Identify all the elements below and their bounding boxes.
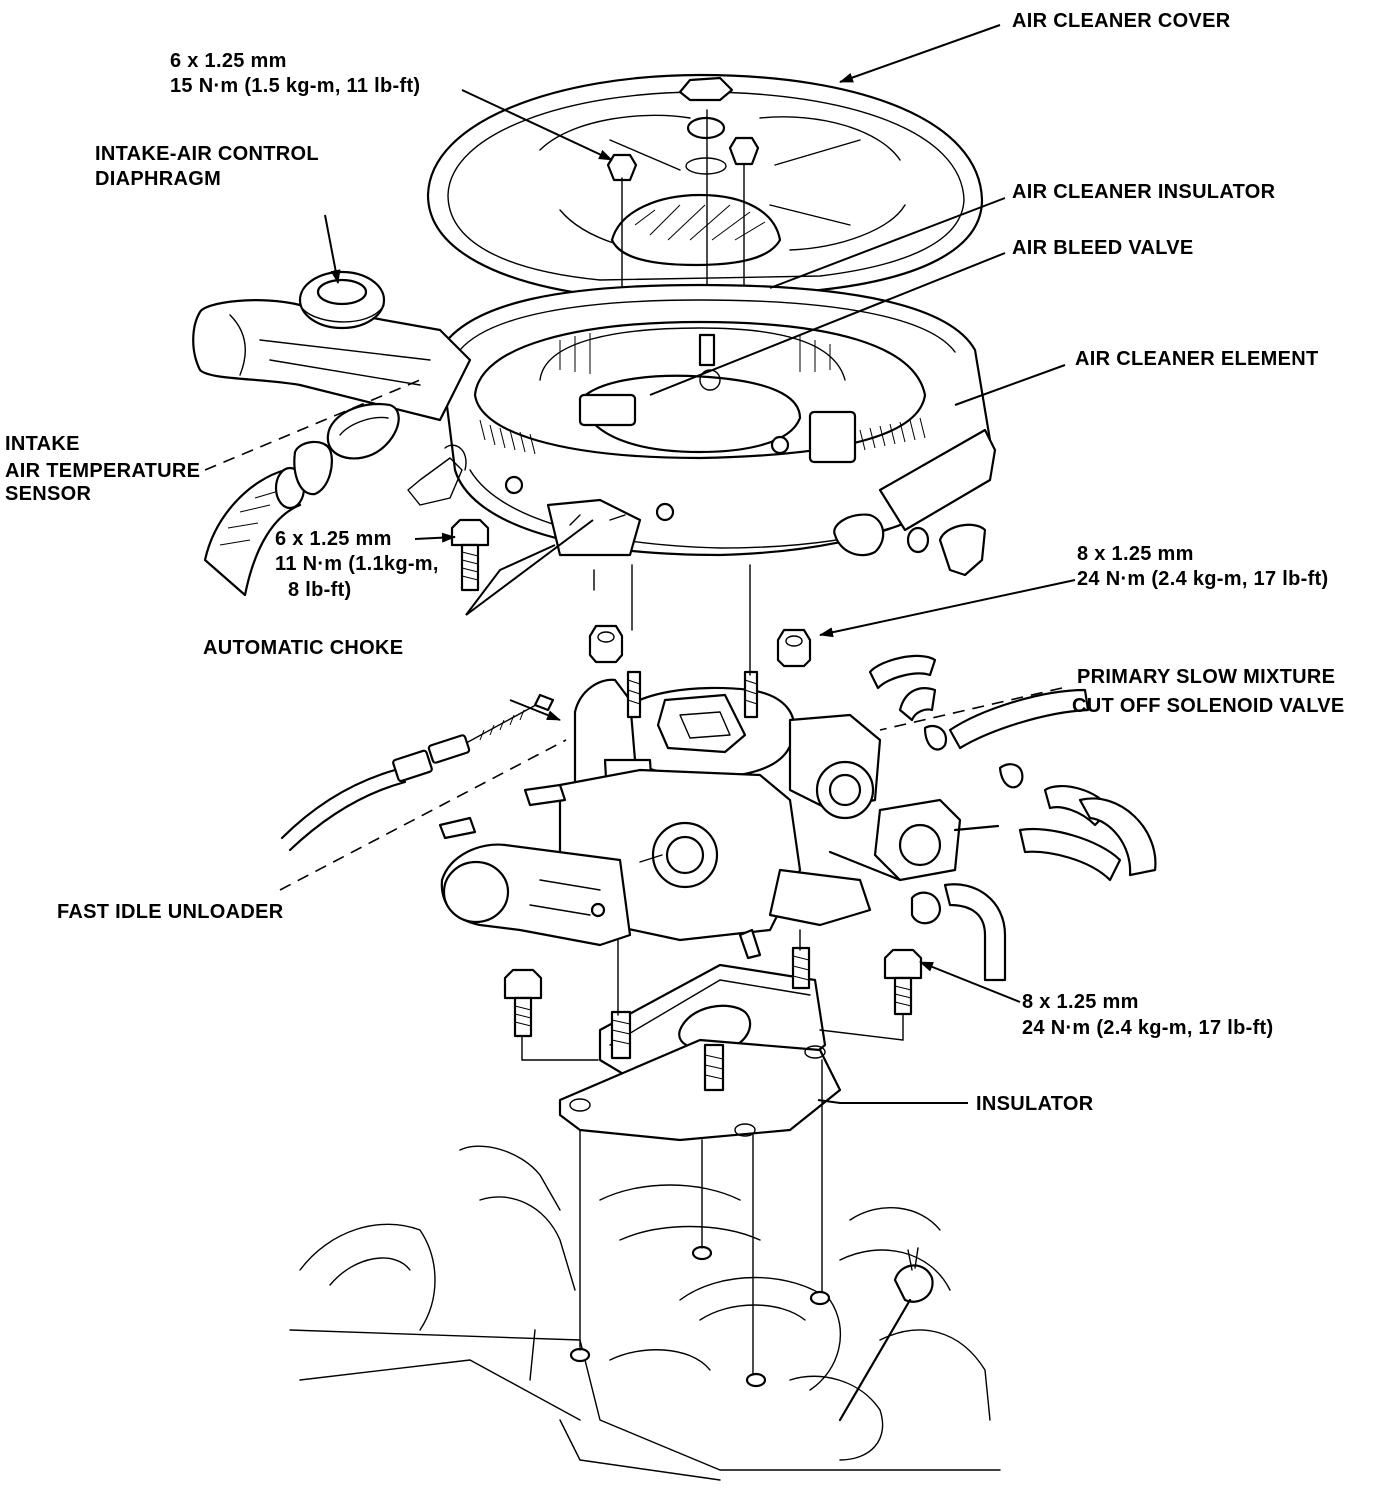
carburetor-insulator <box>558 946 842 1142</box>
label-automatic-choke: AUTOMATIC CHOKE <box>203 637 403 659</box>
bolt-8x125-left <box>503 968 543 1038</box>
label-top-bolt-torque: 15 N·m (1.5 kg-m, 11 lb-ft) <box>170 75 420 97</box>
label-air-cleaner-element: AIR CLEANER ELEMENT <box>1075 348 1318 370</box>
label-air-bleed-valve: AIR BLEED VALVE <box>1012 237 1194 259</box>
label-lower-bolt-size: 8 x 1.25 mm <box>1022 991 1139 1013</box>
label-fast-idle-unloader: FAST IDLE UNLOADER <box>57 901 284 923</box>
air-cleaner-housing <box>438 283 997 577</box>
label-top-bolt-size: 6 x 1.25 mm <box>170 50 287 72</box>
label-insulator: INSULATOR <box>976 1093 1094 1115</box>
flange-nut-right <box>776 628 812 668</box>
carburetor <box>438 670 1000 960</box>
label-slow-mixture-2: CUT OFF SOLENOID VALVE <box>1072 695 1345 717</box>
bolt-8x125-right <box>883 948 923 1016</box>
label-intake-air-control-2: DIAPHRAGM <box>95 168 221 190</box>
vacuum-hoses <box>868 654 1157 982</box>
label-intake-air-control-1: INTAKE-AIR CONTROL <box>95 143 319 165</box>
flange-nut-left <box>588 624 624 664</box>
label-right-nut-torque: 24 N·m (2.4 kg-m, 17 lb-ft) <box>1077 568 1328 590</box>
assembly-lines <box>521 564 904 1376</box>
label-left-bolt-torque-1: 11 N·m (1.1kg-m, <box>275 553 439 575</box>
label-right-nut-size: 8 x 1.25 mm <box>1077 543 1194 565</box>
callout-labels: AIR CLEANER COVER 6 x 1.25 mm 15 N·m (1.… <box>5 10 1345 1115</box>
bolt-6x125-left <box>450 518 490 592</box>
label-left-bolt-torque-2: 8 lb-ft) <box>288 579 352 601</box>
label-air-cleaner-cover: AIR CLEANER COVER <box>1012 10 1231 32</box>
intake-manifold <box>289 1145 1001 1481</box>
label-air-cleaner-insulator: AIR CLEANER INSULATOR <box>1012 181 1276 203</box>
label-iat-sensor-3: SENSOR <box>5 483 92 505</box>
label-slow-mixture-1: PRIMARY SLOW MIXTURE <box>1077 666 1335 688</box>
intake-snorkel <box>192 270 472 597</box>
label-left-bolt-size: 6 x 1.25 mm <box>275 528 392 550</box>
throttle-cable <box>280 693 555 852</box>
label-lower-bolt-torque: 24 N·m (2.4 kg-m, 17 lb-ft) <box>1022 1017 1273 1039</box>
label-iat-sensor-2: AIR TEMPERATURE <box>5 460 200 482</box>
leader-lines <box>204 24 1076 1104</box>
label-iat-sensor-1: INTAKE <box>5 433 80 455</box>
